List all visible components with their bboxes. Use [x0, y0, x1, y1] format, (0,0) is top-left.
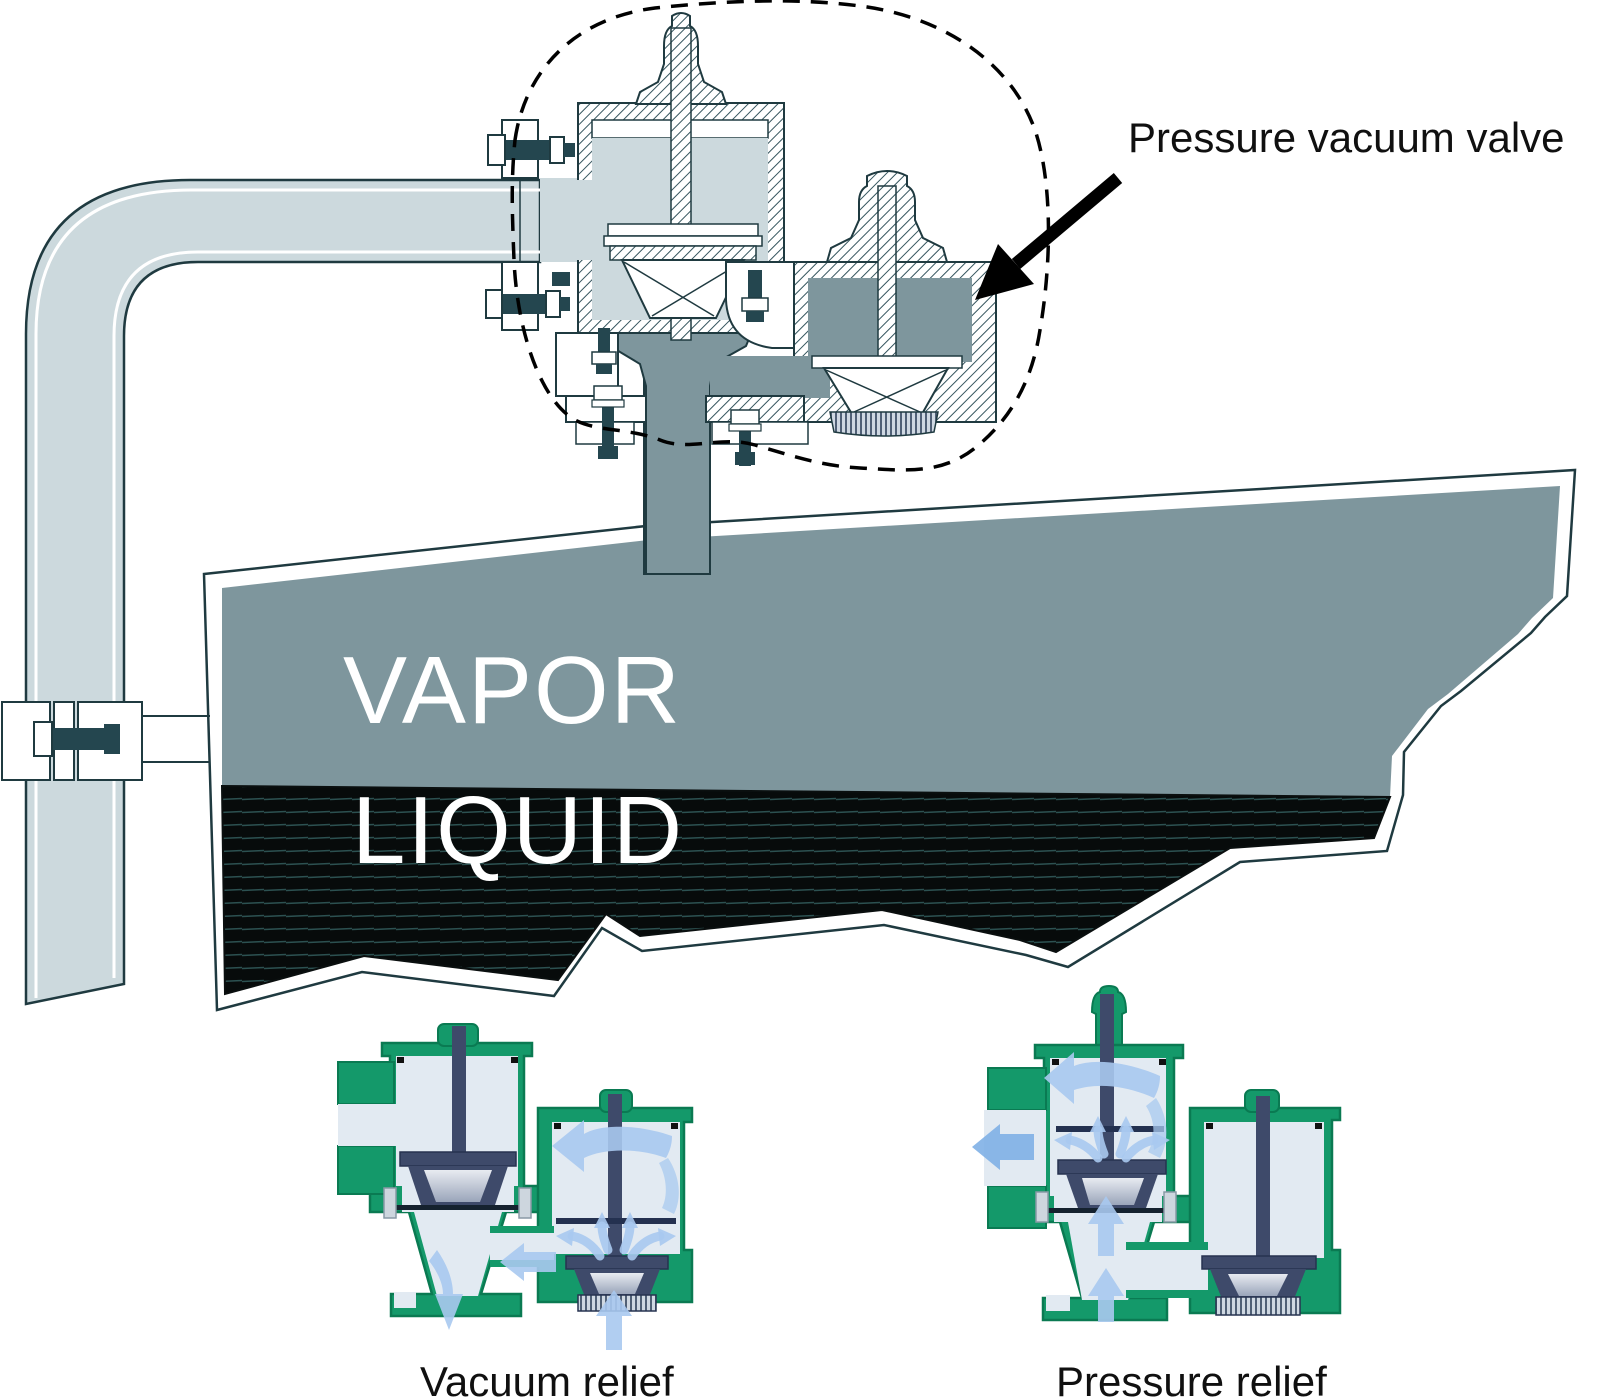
pres-flow-arrows: [972, 1052, 1170, 1322]
pres-right-stem: [1256, 1096, 1270, 1272]
vacuum-valve-disc: [822, 367, 950, 437]
pocket-bolt-icon: [741, 270, 769, 322]
pv-valve-cross-section: [485, 12, 997, 575]
vacuum-valve-stem: [877, 185, 897, 383]
vac-left-stem: [452, 1026, 466, 1166]
pres-right-disc: [1201, 1255, 1317, 1270]
vac-right-stem: [608, 1094, 622, 1268]
pipe-support-bracket: [142, 715, 210, 763]
vacuum-relief-diagram: [337, 1023, 694, 1350]
riser-flange-bolt-right: [728, 409, 762, 466]
liquid-label: LIQUID: [352, 777, 685, 884]
flange-bolt-icon: [52, 728, 104, 750]
pipe-flange-coupling: [1, 701, 143, 781]
vent-pipe: [1, 178, 542, 1006]
vac-right-disc: [565, 1255, 669, 1270]
vac-left-disc: [399, 1151, 517, 1167]
cargo-tank: [202, 468, 1577, 1012]
vent-pipe-body: [24, 178, 542, 1006]
vapor-region: [222, 486, 1560, 797]
pressure-relief-label: Pressure relief: [1056, 1358, 1327, 1400]
pressure-relief-diagram: [972, 984, 1342, 1322]
pressure-vacuum-valve-label: Pressure vacuum valve: [1128, 114, 1565, 161]
callout-arrow: [975, 173, 1123, 300]
pressure-valve-disc: [609, 245, 757, 261]
flange-bolt-small: [591, 328, 617, 374]
liquid-region: [220, 784, 1392, 996]
dashed-callout-outline: [510, 0, 1051, 472]
vac-flow-arrows: [429, 1120, 679, 1350]
inlet-bolt-bottom: [485, 289, 570, 319]
vacuum-relief-label: Vacuum relief: [420, 1358, 674, 1400]
inlet-flange: [485, 119, 575, 331]
pres-left-disc: [1057, 1159, 1167, 1175]
vapor-label: VAPOR: [343, 637, 682, 744]
